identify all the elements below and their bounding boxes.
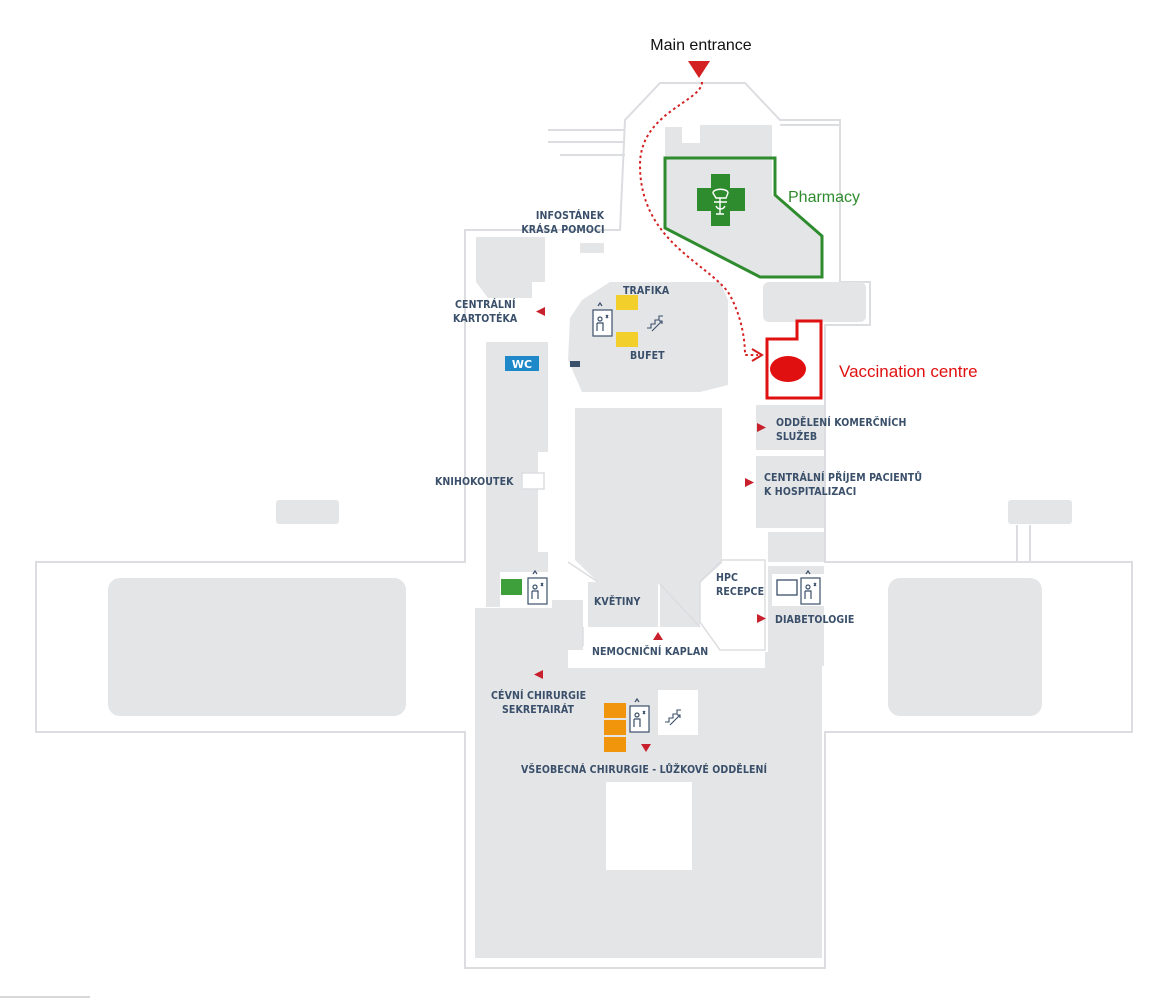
knihokoutek-label: KNIHOKOUTEK — [435, 476, 514, 488]
hpc-recepce-area — [699, 559, 766, 651]
vaccination-area — [765, 319, 823, 400]
infostanek-label-2: KRÁSA POMOCI — [521, 223, 604, 236]
elevator-icon — [527, 569, 548, 605]
small-dark-marker — [570, 361, 580, 367]
hpc-desk-box — [776, 579, 798, 596]
direction-arrow-icon — [534, 307, 766, 752]
vaccination-marker — [770, 356, 806, 382]
bottom-rule — [0, 996, 90, 998]
prijem-label-2: K HOSPITALIZACI — [764, 486, 856, 498]
bufet-label: BUFET — [630, 350, 665, 362]
hpc-label-2: RECEPCE — [716, 586, 764, 598]
pharmacy-cross-icon — [697, 174, 745, 226]
orange-block-3 — [604, 737, 626, 752]
bufet-kiosk — [616, 332, 638, 347]
orange-block-2 — [604, 720, 626, 735]
pharmacy-label: Pharmacy — [788, 189, 860, 206]
pharmacy-area — [663, 156, 824, 279]
entrance-arrow-icon — [688, 61, 710, 78]
elevator-icon — [592, 301, 613, 337]
small-square-marker — [700, 258, 708, 266]
komercni-label-1: ODDĚLENÍ KOMERČNÍCH — [776, 416, 906, 429]
corridor-lines — [567, 561, 723, 646]
stairs-icon — [665, 709, 681, 726]
cevni-label-1: CÉVNÍ CHIRURGIE — [491, 689, 586, 702]
infostanek-label-1: INFOSTÁNEK — [536, 209, 605, 222]
east-wing-block — [888, 578, 1042, 716]
route-to-vaccination — [638, 81, 758, 356]
west-small-block — [276, 500, 339, 524]
green-block — [501, 579, 522, 595]
kaplan-label: NEMOCNIČNÍ KAPLAN — [592, 645, 708, 658]
elevator-icon — [800, 569, 821, 605]
trafika-kiosk — [616, 295, 638, 310]
diabetologie-label: DIABETOLOGIE — [775, 614, 854, 626]
prijem-label-1: CENTRÁLNÍ PŘÍJEM PACIENTŮ — [764, 471, 922, 484]
vseobecna-label: VŠEOBECNÁ CHIRURGIE - LŮŽKOVÉ ODDĚLENÍ — [521, 763, 768, 776]
komercni-label-2: SLUŽEB — [776, 430, 817, 443]
building-rooms — [475, 125, 866, 958]
wc-label: WC — [512, 358, 532, 371]
main-entrance-label: Main entrance — [650, 37, 751, 54]
info-desk-block — [580, 243, 604, 253]
courtyard — [606, 782, 692, 870]
vaccination-centre-label: Vaccination centre — [839, 362, 978, 381]
hpc-label-1: HPC — [716, 572, 738, 584]
trafika-label: TRAFIKA — [623, 285, 670, 297]
building-outline — [35, 82, 1133, 969]
wc-icon — [505, 356, 539, 371]
west-wing-block — [108, 578, 406, 716]
east-small-block — [1008, 500, 1072, 524]
route-arrowhead-icon — [751, 348, 764, 362]
knihokoutek-box — [521, 472, 545, 490]
kartoteka-label-2: KARTOTÉKA — [453, 312, 518, 325]
stairs-icon — [647, 315, 663, 332]
cevni-label-2: SEKRETAIRÁT — [502, 703, 575, 716]
stairwell-clear — [658, 690, 698, 735]
kartoteka-label-1: CENTRÁLNÍ — [455, 298, 516, 311]
elevator-icon — [629, 697, 650, 733]
kvetiny-label: KVĚTINY — [594, 595, 641, 608]
orange-block-1 — [604, 703, 626, 718]
